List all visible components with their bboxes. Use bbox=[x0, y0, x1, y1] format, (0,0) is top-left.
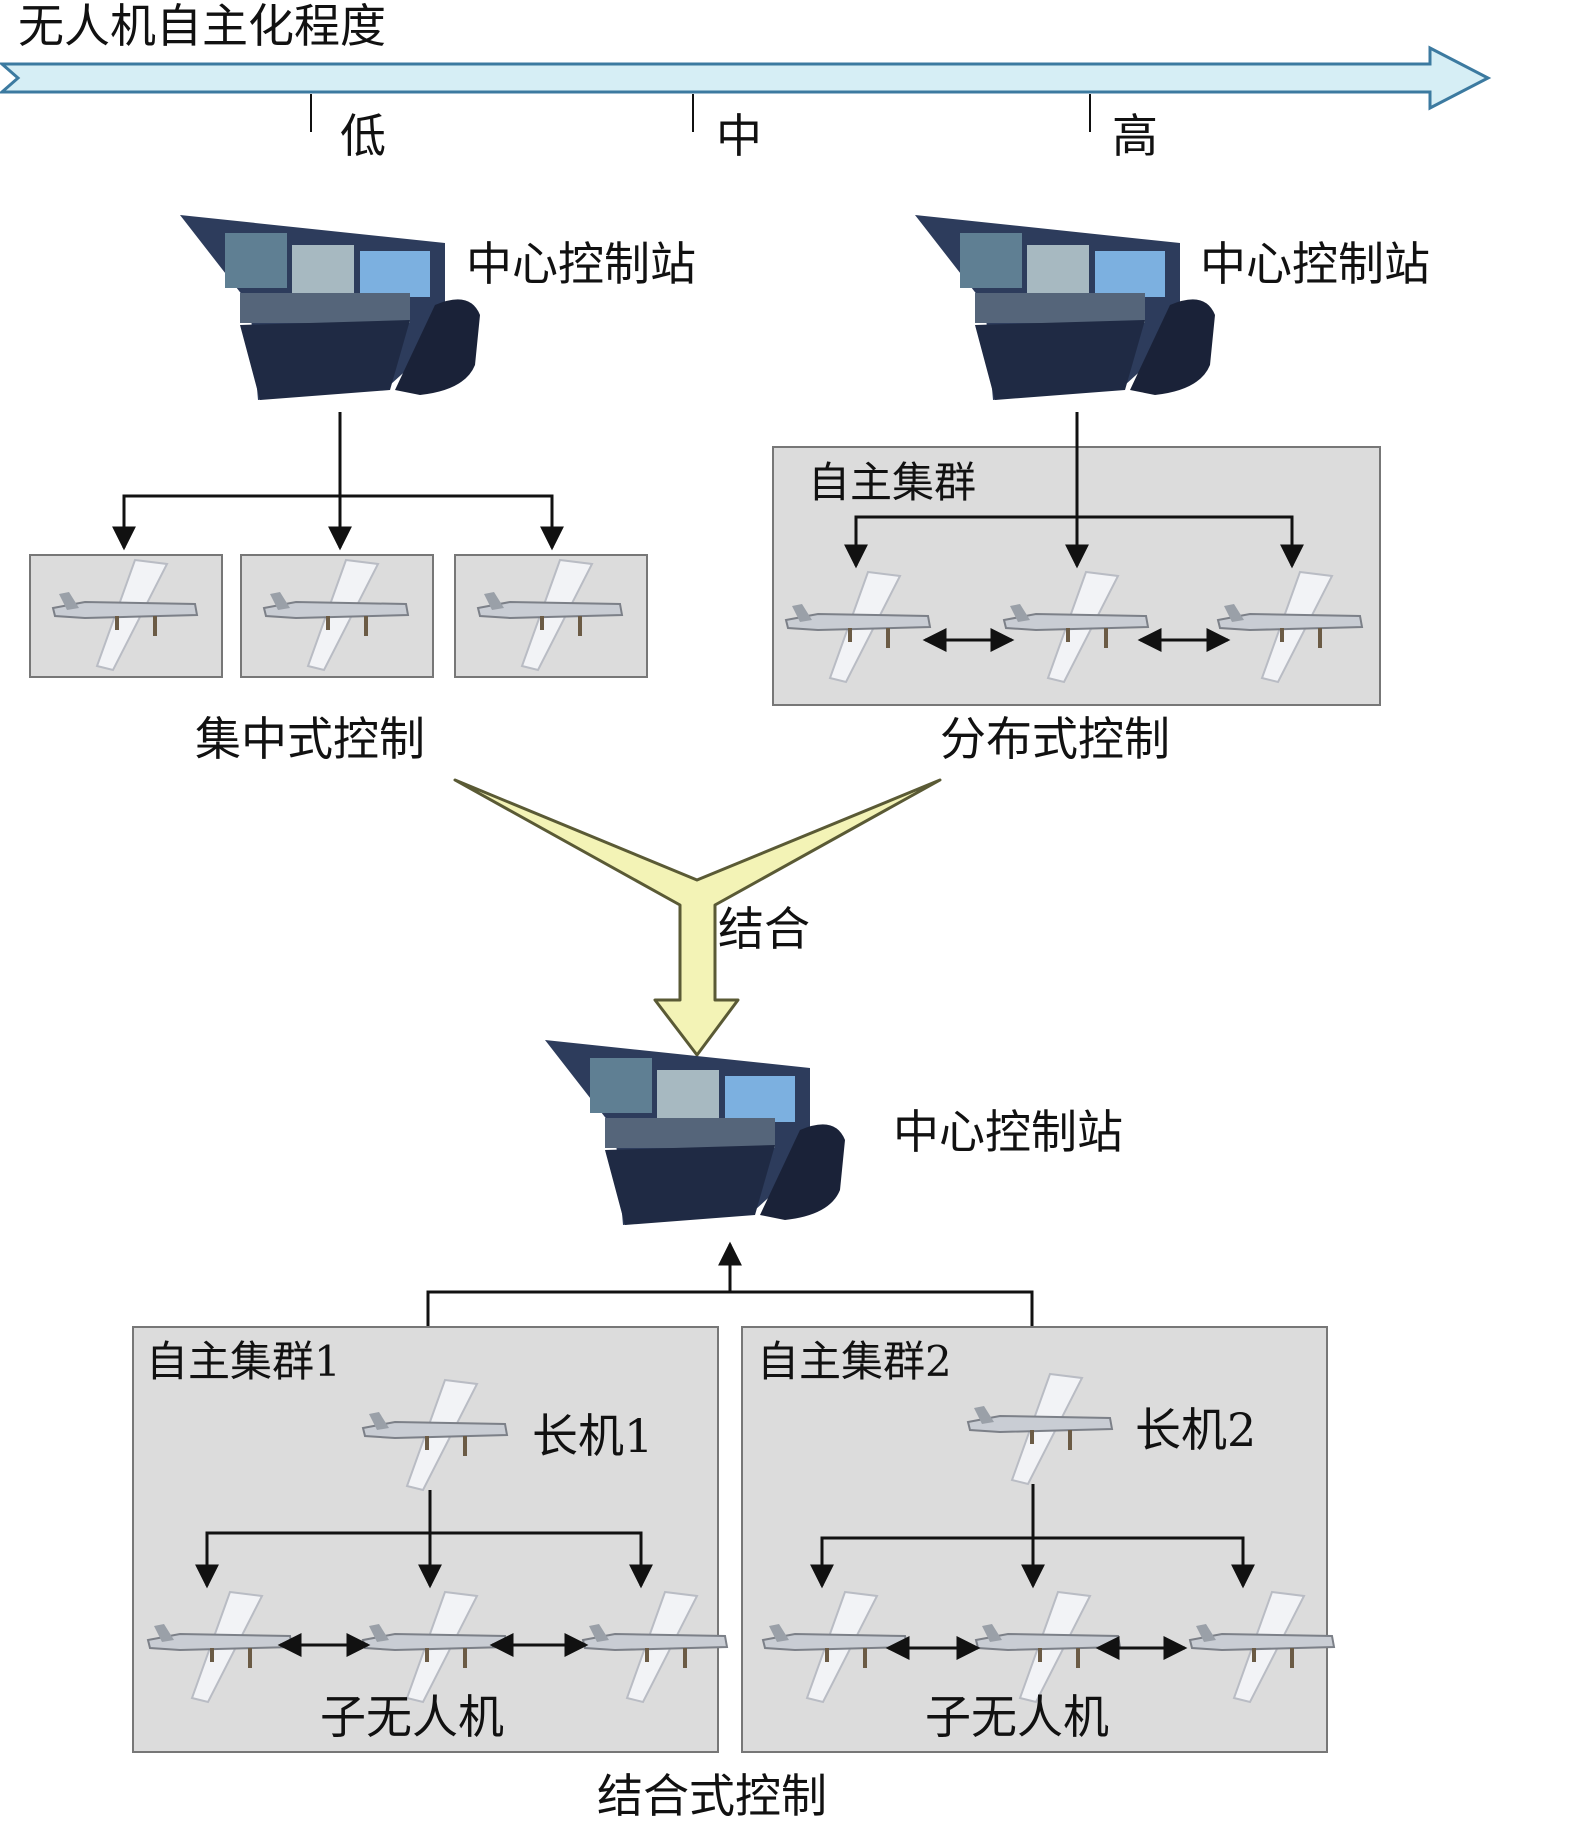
cluster-label: 自主集群2 bbox=[757, 1337, 952, 1386]
level-mid: 中 bbox=[716, 109, 762, 163]
level-low: 低 bbox=[340, 109, 386, 163]
station-label: 中心控制站 bbox=[1200, 237, 1430, 291]
combined-control: 中心控制站 自主集群1 长机1 子无人机 自主集群2 长机2 子无人机 结合式控… bbox=[132, 1040, 1335, 1822]
cluster-label: 自主集群1 bbox=[146, 1337, 341, 1386]
centralized-control: 中心控制站 集中式控制 bbox=[29, 215, 696, 766]
autonomy-axis-arrow bbox=[0, 45, 1492, 111]
combine-label: 结合 bbox=[718, 902, 810, 956]
leader-label: 长机2 bbox=[1135, 1403, 1256, 1457]
cluster-label: 自主集群 bbox=[808, 458, 976, 507]
station-label: 中心控制站 bbox=[466, 237, 696, 291]
autonomy-axis: 无人机自主化程度 低 中 高 bbox=[0, 0, 1492, 163]
leader-label: 长机1 bbox=[532, 1409, 653, 1463]
level-high: 高 bbox=[1112, 109, 1158, 163]
control-station-icon bbox=[915, 215, 1215, 400]
control-station-icon bbox=[545, 1040, 845, 1225]
combined-caption: 结合式控制 bbox=[597, 1769, 827, 1822]
control-station-icon bbox=[180, 215, 480, 400]
station-label: 中心控制站 bbox=[893, 1105, 1123, 1159]
axis-title: 无人机自主化程度 bbox=[18, 0, 386, 53]
sub-uav-label: 子无人机 bbox=[320, 1690, 504, 1744]
sub-uav-label: 子无人机 bbox=[925, 1690, 1109, 1744]
centralized-caption: 集中式控制 bbox=[195, 712, 425, 766]
distributed-caption: 分布式控制 bbox=[940, 712, 1170, 766]
merge-arrow: 结合 bbox=[453, 778, 942, 1057]
distributed-control: 中心控制站 自主集群 分布式控制 bbox=[772, 215, 1430, 766]
